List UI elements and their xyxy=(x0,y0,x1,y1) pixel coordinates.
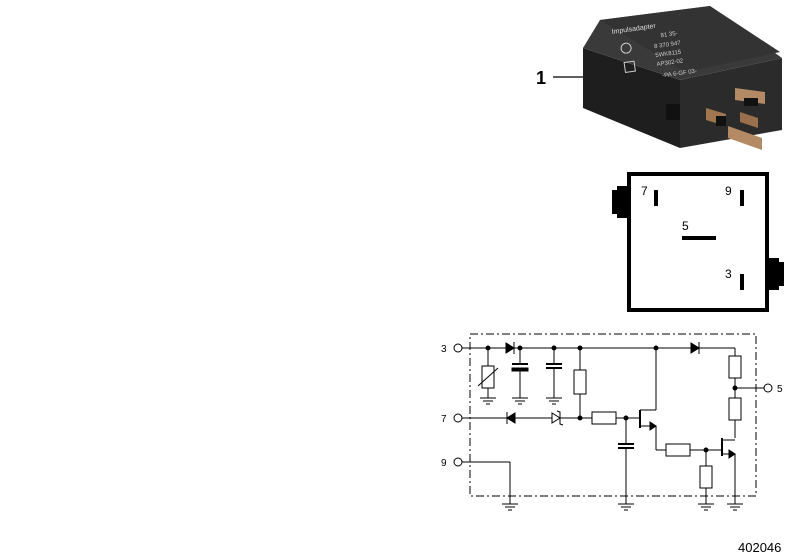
pin-7-blade xyxy=(654,190,658,206)
pinout-diagram: 7 9 5 3 xyxy=(612,172,784,312)
diode-d3 xyxy=(506,412,516,424)
bmw-logo-icon xyxy=(620,42,632,54)
terminal-3 xyxy=(453,343,463,353)
resistor-r4 xyxy=(699,465,713,489)
resistor-r2 xyxy=(591,411,617,425)
pin-label-3: 3 xyxy=(725,267,732,281)
pin-label-9: 9 xyxy=(725,184,732,198)
pin-label-7: 7 xyxy=(641,184,648,198)
pin-label-5: 5 xyxy=(682,219,689,233)
circuit-schematic xyxy=(453,333,773,511)
relay-label-line3: 8 370 947 xyxy=(654,40,682,50)
relay-label-line2: 81 35- xyxy=(660,31,678,39)
resistor-r1 xyxy=(573,369,587,395)
terminal-7 xyxy=(453,413,463,423)
zener-diode xyxy=(551,412,561,424)
terminal-5 xyxy=(763,383,773,393)
ground-symbols xyxy=(502,503,743,511)
pin-5-blade xyxy=(682,236,716,240)
relay-label-line4: 5WK8115 xyxy=(655,49,682,59)
pinout-outline xyxy=(627,172,769,312)
terminal-label-5: 5 xyxy=(777,384,783,395)
relay-label-line5: AP302-02 xyxy=(656,58,684,68)
diode-d1 xyxy=(505,342,515,354)
callout-number: 1 xyxy=(536,68,546,88)
capacitor-c1 xyxy=(511,367,529,372)
resistor-r6 xyxy=(728,397,742,421)
terminal-label-7: 7 xyxy=(441,414,447,425)
part-id: 402046 xyxy=(738,540,781,555)
pin-3-blade xyxy=(740,274,744,290)
relay-image: Impulsadapter 81 35- 8 370 947 5WK8115 A… xyxy=(583,6,782,150)
relay-label-line6: -PA 6-GF 03- xyxy=(662,69,697,80)
terminal-label-3: 3 xyxy=(441,344,447,355)
resistor-r3 xyxy=(665,443,691,457)
terminal-9 xyxy=(453,457,463,467)
diode-d2 xyxy=(690,342,700,354)
resistor-r5 xyxy=(728,355,742,379)
certification-mark-icon xyxy=(623,60,636,74)
pin-9-blade xyxy=(740,190,744,206)
terminal-label-9: 9 xyxy=(441,458,447,469)
